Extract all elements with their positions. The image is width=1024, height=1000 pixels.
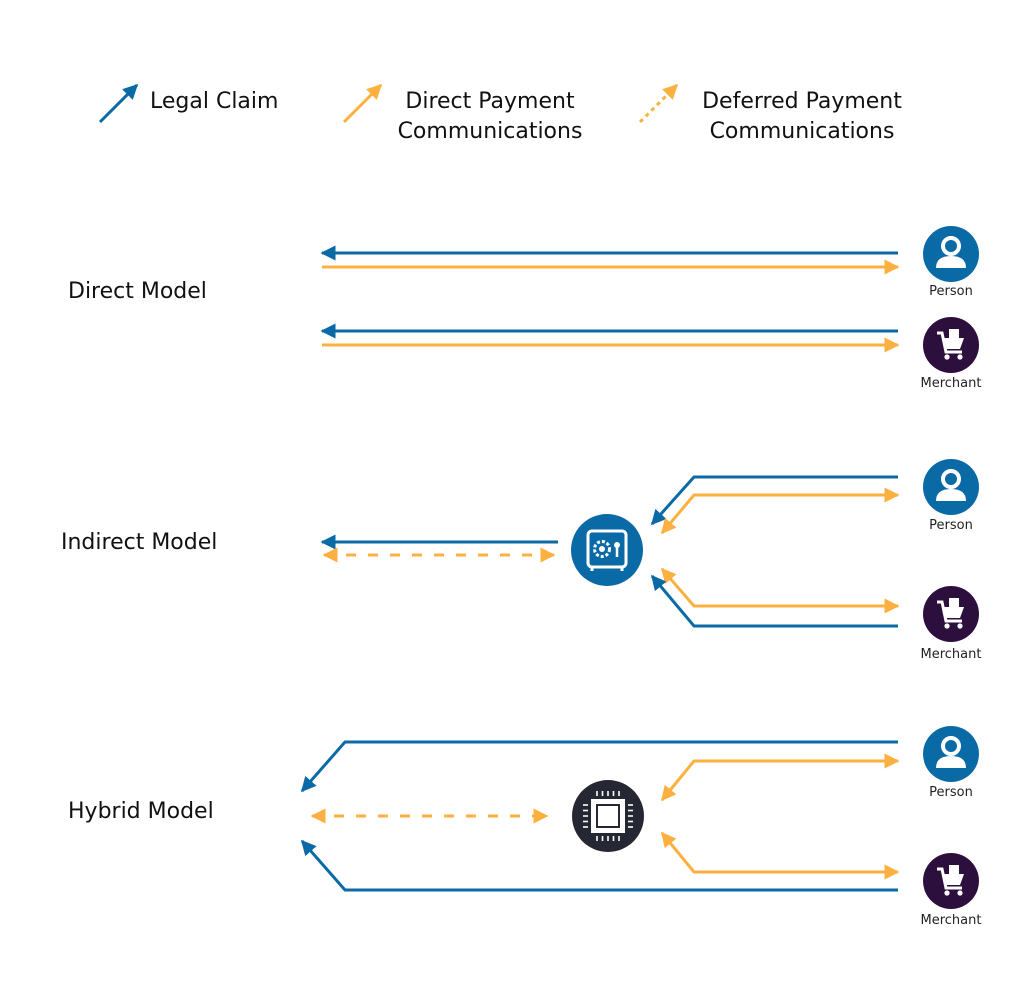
- legend-legal-claim-arrow-icon: [98, 83, 139, 124]
- legend-label-deferred-payment-line1: Deferred Payment: [702, 89, 902, 114]
- indirect-merchant-label: Merchant: [920, 647, 982, 662]
- person-icon: [923, 226, 979, 282]
- legend-label-direct-payment-line2: Communications: [397, 119, 583, 144]
- microchip-icon: [572, 780, 644, 852]
- indirect-merchant-payment-arrow: [660, 567, 900, 614]
- indirect-model-arrows: [320, 475, 900, 628]
- legend-label-legal-claim: Legal Claim: [150, 89, 279, 114]
- legend-label-direct-payment: Direct Payment Communications: [380, 87, 600, 147]
- hybrid-model-label: Hybrid Model: [68, 799, 214, 824]
- indirect-person-payment-arrow: [660, 487, 900, 535]
- legend-label-deferred-payment-line2: Communications: [709, 119, 895, 144]
- shopping-cart-icon: [923, 317, 979, 373]
- direct-model-arrows: [320, 245, 900, 353]
- person-icon: [923, 459, 979, 515]
- hybrid-person-label: Person: [929, 785, 973, 800]
- hybrid-merchant-payment-arrow: [660, 831, 900, 880]
- direct-person-label: Person: [929, 284, 973, 299]
- vault-safe-icon: [571, 514, 643, 586]
- hybrid-person-payment-arrow: [660, 753, 900, 802]
- hybrid-merchant-label: Merchant: [920, 913, 982, 928]
- hybrid-model-arrows: [300, 740, 900, 892]
- direct-merchant-label: Merchant: [920, 376, 982, 391]
- person-icon: [923, 726, 979, 782]
- legend-deferred-payment-arrow-icon: [638, 83, 679, 124]
- legend-label-direct-payment-line1: Direct Payment: [405, 89, 575, 114]
- indirect-person-label: Person: [929, 518, 973, 533]
- hybrid-merchant-legal-claim-arrow: [300, 839, 898, 892]
- hybrid-person-legal-claim-arrow: [300, 740, 898, 793]
- direct-model-label: Direct Model: [68, 279, 207, 304]
- legend-direct-payment-arrow-icon: [342, 83, 383, 124]
- legend-label-deferred-payment: Deferred Payment Communications: [682, 87, 922, 147]
- indirect-model-label: Indirect Model: [61, 530, 218, 555]
- shopping-cart-icon: [923, 586, 979, 642]
- shopping-cart-icon: [923, 853, 979, 909]
- indirect-merchant-legal-claim-arrow: [650, 574, 898, 628]
